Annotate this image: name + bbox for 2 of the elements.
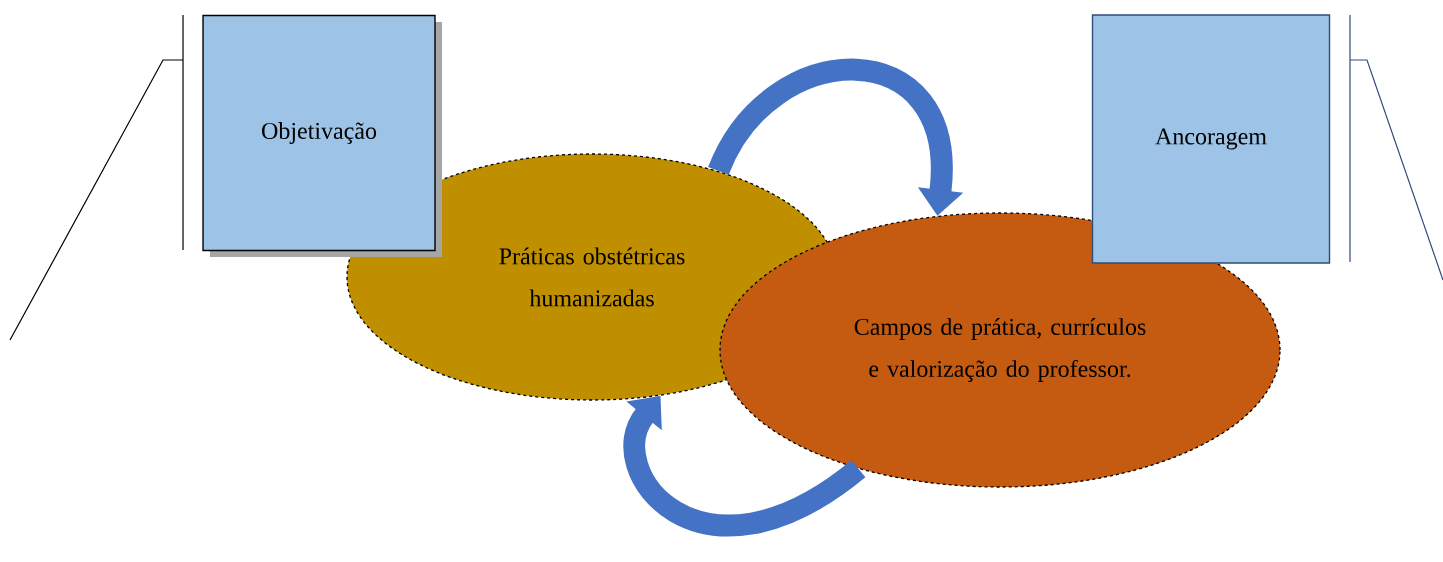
text-box: Objetivação [202, 14, 442, 257]
text-box: Ancoragem [1091, 14, 1331, 264]
